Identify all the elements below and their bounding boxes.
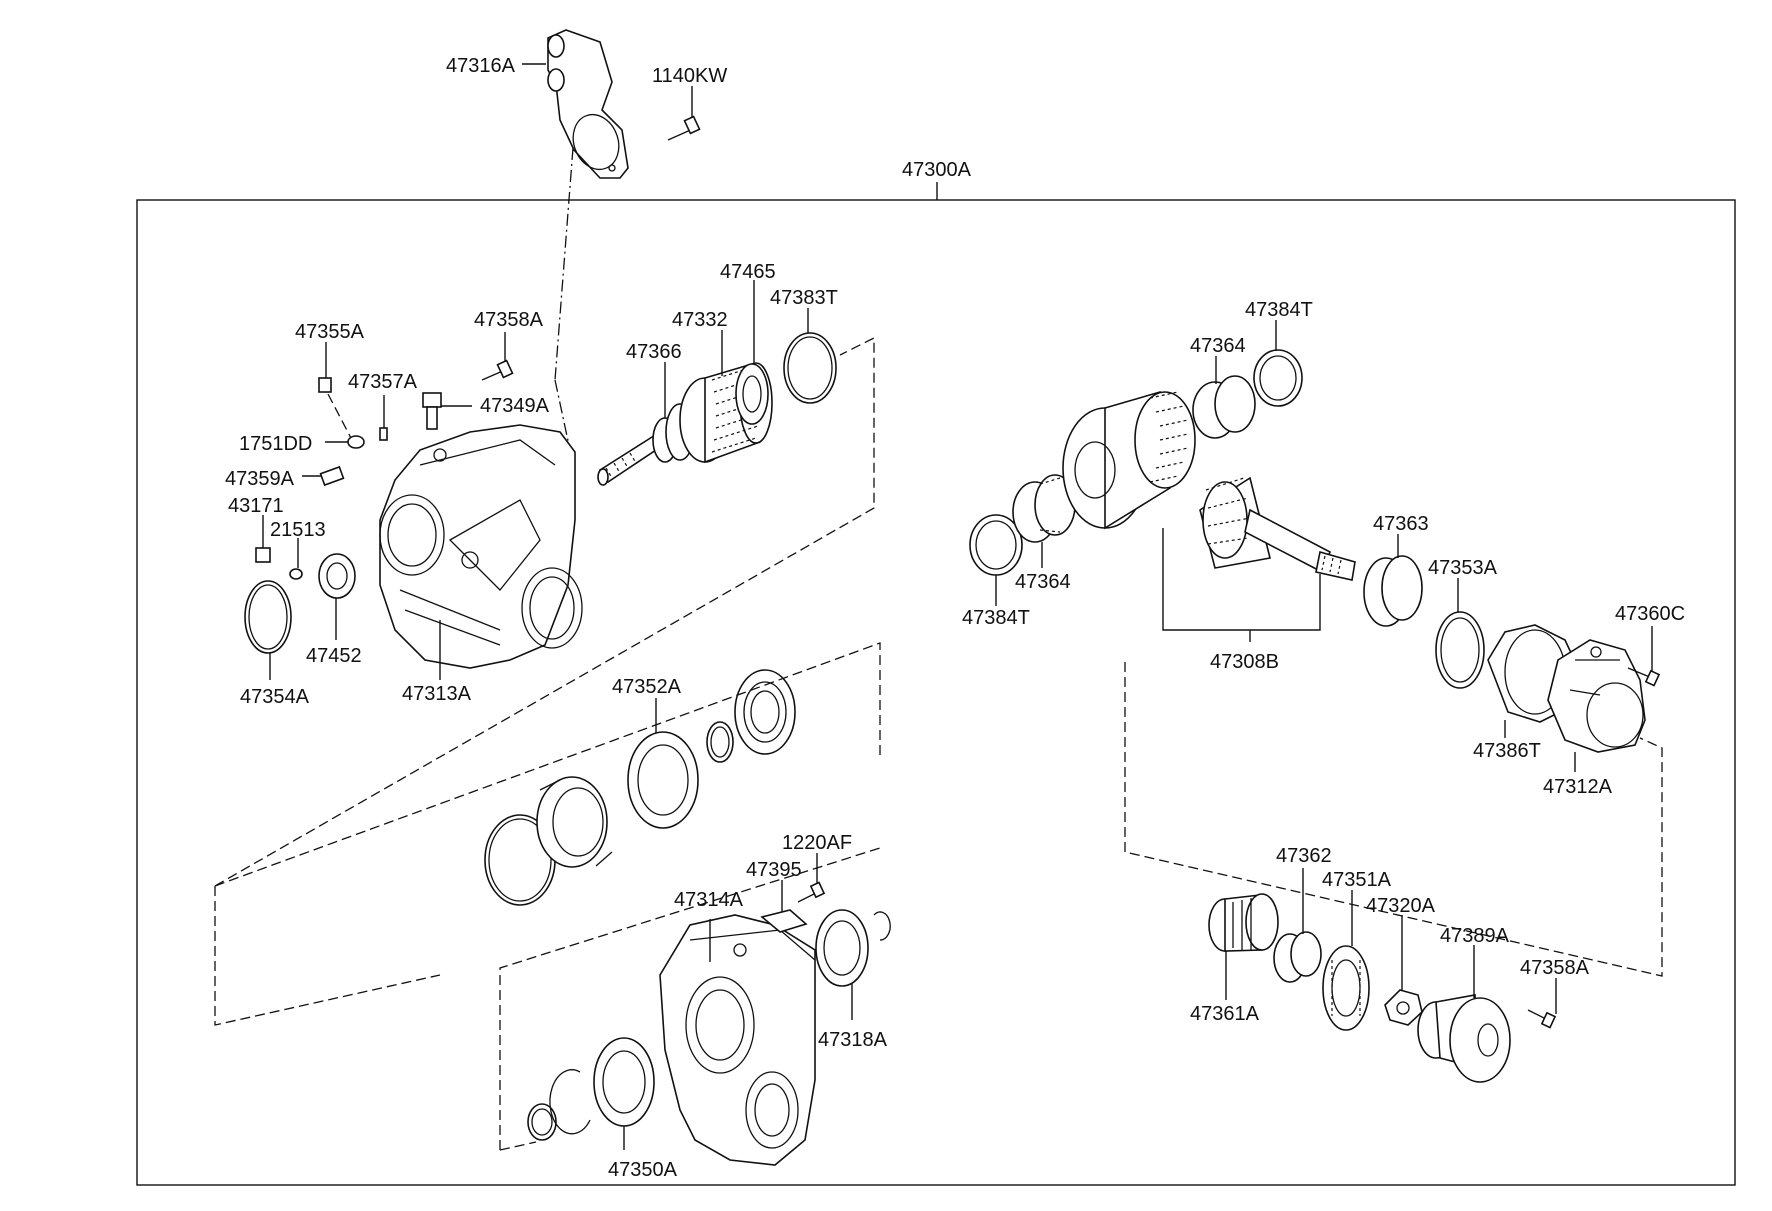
plug-47359a-part[interactable] <box>319 465 345 487</box>
label-47308b: 47308B <box>1210 651 1279 673</box>
bolt-47358a-bottom-part[interactable] <box>1527 1009 1557 1029</box>
nut-47320a-part[interactable] <box>1384 989 1423 1026</box>
label-1220af: 1220AF <box>782 832 852 854</box>
housing-47314a-part[interactable] <box>659 914 816 1166</box>
cover-47312a-part[interactable] <box>1547 639 1646 753</box>
label-47386t: 47386T <box>1473 740 1541 762</box>
bearing-47364-top-part[interactable] <box>1192 375 1256 439</box>
cover-plate-part[interactable] <box>536 776 613 868</box>
snap-ring-lower-part[interactable] <box>549 1069 591 1135</box>
housing-47313a-part[interactable] <box>379 424 583 669</box>
sensor-47349a-part[interactable] <box>422 392 442 430</box>
seal-47352a-part[interactable] <box>627 731 699 829</box>
label-47349a: 47349A <box>480 395 550 417</box>
o-ring-47354a-part[interactable] <box>244 580 292 654</box>
bolt-1220af-part[interactable] <box>797 881 826 903</box>
label-47360c: 47360C <box>1615 603 1685 625</box>
ball-bearing-middle-part[interactable] <box>734 669 796 755</box>
label-47364-bottom: 47364 <box>1015 571 1071 593</box>
label-47350a: 47350A <box>608 1159 678 1181</box>
label-47313a: 47313A <box>402 683 472 705</box>
snap-ring-47318-part[interactable] <box>873 911 891 941</box>
bolt-47360c-part[interactable] <box>1627 667 1661 687</box>
assembly-label: 47300A <box>902 159 972 181</box>
flange-47389a-part[interactable] <box>1417 994 1511 1083</box>
label-47465: 47465 <box>720 261 776 283</box>
label-47355a: 47355A <box>295 321 365 343</box>
label-47452: 47452 <box>306 645 362 667</box>
snap-ring-middle-part[interactable] <box>706 721 734 763</box>
seal-47350a-part[interactable] <box>593 1037 655 1127</box>
pin-47357a-part[interactable] <box>379 427 388 441</box>
label-47383t: 47383T <box>770 287 838 309</box>
label-47363: 47363 <box>1373 513 1429 535</box>
assembly-frame <box>136 199 1736 1186</box>
bearing-47363-part[interactable] <box>1363 555 1423 627</box>
bracket-47316a-part[interactable] <box>547 29 629 179</box>
bearing-47362-part[interactable] <box>1273 931 1322 983</box>
label-47384t-bottom: 47384T <box>962 607 1030 629</box>
plate-47395-part[interactable] <box>760 909 808 933</box>
label-47353a: 47353A <box>1428 557 1498 579</box>
label-47361a: 47361A <box>1190 1003 1260 1025</box>
gear-47308b-part[interactable] <box>1062 390 1356 581</box>
ring-47384t-bottom-part[interactable] <box>969 514 1023 576</box>
label-47384t-top: 47384T <box>1245 299 1313 321</box>
label-47351a: 47351A <box>1322 869 1392 891</box>
label-47358a-bottom: 47358A <box>1520 957 1590 979</box>
ring-47384t-top-part[interactable] <box>1253 349 1303 407</box>
seal-47318a-part[interactable] <box>815 909 869 987</box>
bolt-47358a-top-part[interactable] <box>481 359 514 381</box>
label-47314a: 47314A <box>674 889 744 911</box>
label-47320a: 47320A <box>1366 895 1436 917</box>
label-47362: 47362 <box>1276 845 1332 867</box>
label-47364-top: 47364 <box>1190 335 1246 357</box>
seal-47452-part[interactable] <box>318 553 356 599</box>
boot-47361a-part[interactable] <box>1208 893 1279 952</box>
bolt-43171-part[interactable] <box>255 547 271 563</box>
ring-47353a-part[interactable] <box>1435 611 1485 689</box>
label-47359a: 47359A <box>225 468 295 490</box>
label-21513: 21513 <box>270 519 326 541</box>
ring-47383t-part[interactable] <box>783 332 837 404</box>
label-47352a: 47352A <box>612 676 682 698</box>
plug-47355a-part[interactable] <box>318 377 353 441</box>
label-1140kw: 1140KW <box>652 65 727 87</box>
label-47395: 47395 <box>746 859 802 881</box>
label-47357a: 47357A <box>348 371 418 393</box>
label-43171: 43171 <box>228 495 284 517</box>
label-47358a-top: 47358A <box>474 309 544 331</box>
label-47366: 47366 <box>626 341 682 363</box>
label-47354a: 47354A <box>240 686 310 708</box>
label-47312a: 47312A <box>1543 776 1613 798</box>
seal-47351a-part[interactable] <box>1322 945 1370 1031</box>
washer-1751dd-part[interactable] <box>347 435 365 449</box>
bearing-47465-part[interactable] <box>735 363 769 425</box>
label-47332: 47332 <box>672 309 728 331</box>
label-47316a: 47316A <box>446 55 516 77</box>
ring-small-lower-part[interactable] <box>527 1103 557 1141</box>
label-47318a: 47318A <box>818 1029 888 1051</box>
label-47389a: 47389A <box>1440 925 1510 947</box>
bolt-1140kw-part[interactable] <box>667 115 701 141</box>
label-1751dd: 1751DD <box>239 433 312 455</box>
washer-21513-part[interactable] <box>289 568 303 580</box>
